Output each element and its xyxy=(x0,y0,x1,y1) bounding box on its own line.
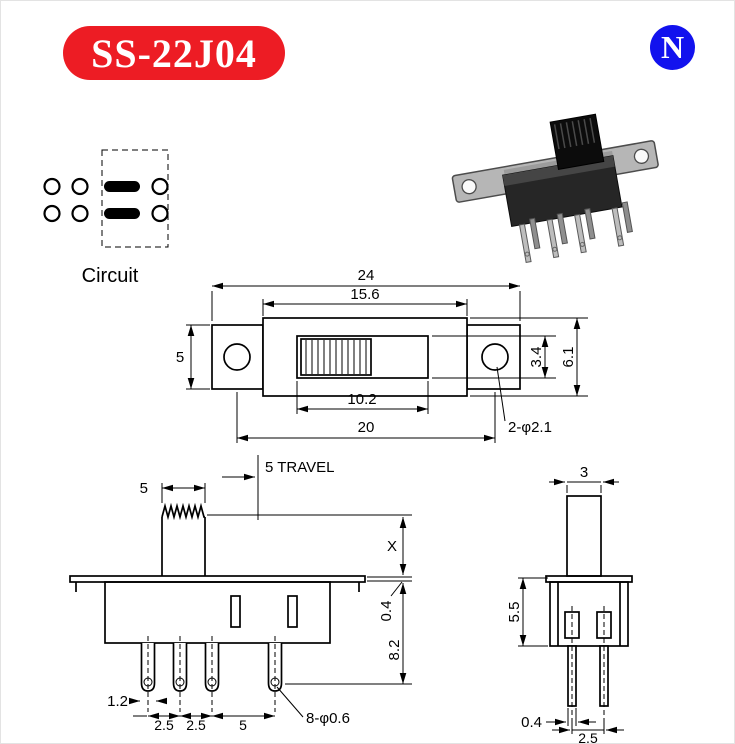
terminals xyxy=(140,636,283,712)
dim-text: 1.2 xyxy=(107,693,128,710)
switch-frame xyxy=(262,317,468,397)
mounting-hole-3d xyxy=(461,179,477,195)
model-badge: SS-22J04 xyxy=(63,26,285,80)
knob-3d xyxy=(549,113,605,170)
dim-terminal-pitch: 2.5 2.5 5 xyxy=(133,712,275,733)
dim-height-x: X xyxy=(207,514,412,582)
product-photo-3d xyxy=(451,113,659,264)
dim-ear-height: 5 xyxy=(176,324,210,390)
dim-knob-width: 5 xyxy=(140,480,206,503)
dim-pin-thickness: 0.4 xyxy=(521,708,596,731)
side-view: 3 5.5 0.4 2.5 xyxy=(506,464,633,744)
dim-text: 5 TRAVEL xyxy=(265,459,334,476)
back-pins-3d xyxy=(529,201,633,250)
plate-side xyxy=(545,575,633,583)
contact-circle xyxy=(151,204,169,223)
bridge-contact xyxy=(104,208,140,219)
dim-text: 24 xyxy=(358,267,375,284)
dim-text: 3.4 xyxy=(528,347,545,368)
dim-text: 5 xyxy=(140,480,148,497)
side-view-part xyxy=(545,495,633,718)
body-side xyxy=(549,581,629,647)
dim-body-height-side: 5.5 xyxy=(506,577,548,647)
dim-text: 5 xyxy=(176,349,184,366)
circuit-label: Circuit xyxy=(82,265,139,287)
dim-row-pitch: 2.5 xyxy=(552,718,624,744)
dim-text: 20 xyxy=(358,419,375,436)
dim-text: 2.5 xyxy=(186,717,206,733)
contact-circle xyxy=(71,177,89,196)
dim-text: X xyxy=(387,538,397,555)
dim-knob-slot: 10.2 xyxy=(296,381,429,414)
circuit-diagram xyxy=(43,149,169,248)
terminal-hole xyxy=(175,677,185,687)
knob-top xyxy=(300,338,372,376)
front-view: 5 5 TRAVEL X 0.4 8.2 xyxy=(69,455,412,733)
dim-pin-width: 1.2 xyxy=(107,693,167,710)
brand-logo: N xyxy=(650,25,695,70)
top-view: 24 15.6 5 3.4 xyxy=(176,267,588,443)
front-pins-3d xyxy=(518,207,625,264)
contact-circle xyxy=(43,204,61,223)
dim-travel: 5 TRAVEL xyxy=(222,455,334,520)
mounting-plate xyxy=(69,575,366,583)
dim-text: 6.1 xyxy=(560,347,577,368)
circuit-dashed-box xyxy=(101,149,169,248)
knob-side xyxy=(566,495,602,577)
contact-circle xyxy=(151,177,169,196)
dim-text: 2.5 xyxy=(578,730,598,744)
slider-slot xyxy=(296,335,429,379)
dim-text: 0.4 xyxy=(521,714,542,731)
front-view-part xyxy=(69,502,366,712)
dim-pin-length: 8.2 xyxy=(285,583,412,685)
contact-circle xyxy=(71,204,89,223)
terminal-hole xyxy=(207,677,217,687)
body-slot xyxy=(287,595,298,628)
dim-knob-depth: 3 xyxy=(549,464,619,493)
dim-text: 10.2 xyxy=(347,391,376,408)
body-slot xyxy=(230,595,241,628)
knob-ribs xyxy=(305,340,367,374)
callout-text: 2-φ2.1 xyxy=(508,419,552,436)
dim-text: 5 xyxy=(239,717,247,733)
dim-text: 8.2 xyxy=(386,640,403,661)
callout-text: 8-φ0.6 xyxy=(306,710,350,727)
dim-text: 5.5 xyxy=(506,602,523,623)
dim-text: 0.4 xyxy=(378,601,395,622)
mounting-hole-3d xyxy=(633,148,650,164)
bridge-contact xyxy=(104,181,140,192)
dim-slot-height: 3.4 xyxy=(432,335,556,379)
dim-text: 2.5 xyxy=(154,717,174,733)
dim-hole-spacing: 20 xyxy=(236,392,496,443)
dim-text: 15.6 xyxy=(350,286,379,303)
dim-overall-length: 24 xyxy=(211,267,521,321)
mounting-hole-left xyxy=(223,343,251,371)
terminal-hole xyxy=(270,677,280,687)
dim-overall-height: 6.1 xyxy=(470,317,588,397)
dim-body-length: 15.6 xyxy=(262,286,468,316)
callout-terminal-holes: 8-φ0.6 xyxy=(276,686,350,727)
knob-serration xyxy=(161,502,205,521)
top-view-part xyxy=(211,317,521,397)
terminal-hole xyxy=(143,677,153,687)
dim-text: 3 xyxy=(580,464,588,481)
contact-circle xyxy=(43,177,61,196)
dim-plate-thickness: 0.4 xyxy=(378,581,403,622)
callout-mounting-holes: 2-φ2.1 xyxy=(496,366,552,436)
mounting-hole-right xyxy=(481,343,509,371)
